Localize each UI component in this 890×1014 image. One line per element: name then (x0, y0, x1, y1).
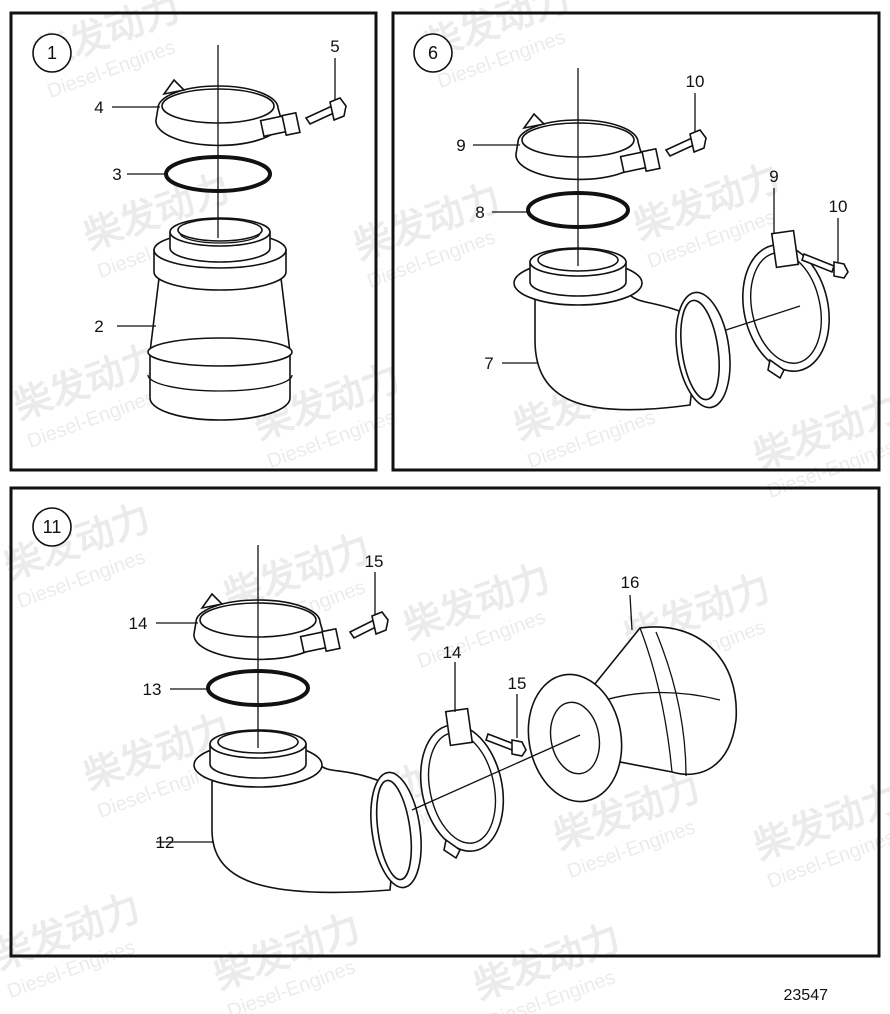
hose-cone-part-2 (147, 217, 293, 421)
elbow-part-7 (513, 247, 731, 411)
panel-1: 1 (9, 11, 378, 472)
label-4: 4 (94, 98, 103, 117)
panel-1-frame (9, 11, 378, 472)
label-16: 16 (621, 573, 640, 592)
label-14-top: 14 (129, 614, 148, 633)
label-10-side: 10 (829, 197, 848, 216)
clamp-part-9-side (742, 229, 830, 380)
label-14-side: 14 (443, 643, 462, 662)
panel-6-callout-number: 6 (428, 43, 438, 63)
panel-11: 11 (9, 486, 881, 958)
elbow-part-12 (193, 729, 422, 894)
label-15-top: 15 (365, 552, 384, 571)
hose-cone-part-16 (527, 626, 737, 803)
label-15-side: 15 (508, 674, 527, 693)
panel-1-callout (32, 33, 72, 73)
label-9-top: 9 (456, 136, 465, 155)
bolt-part-15-top (348, 611, 389, 640)
panel-6-frame (391, 11, 881, 472)
label-7: 7 (484, 354, 493, 373)
label-13: 13 (143, 680, 162, 699)
label-10-top: 10 (686, 72, 705, 91)
panel-1-callout-number: 1 (47, 43, 57, 63)
panel-11-callout (32, 507, 72, 547)
bolt-part-5 (304, 97, 347, 126)
reference-number: 23547 (784, 987, 829, 1004)
label-5: 5 (330, 37, 339, 56)
panel-6: 6 (391, 11, 881, 472)
bolt-part-10-side (801, 252, 849, 279)
clamp-part-14-side (419, 707, 505, 860)
panel-6-callout (413, 33, 453, 73)
panel-11-frame (9, 486, 881, 958)
label-8: 8 (475, 203, 484, 222)
bolt-part-10-top (664, 129, 707, 158)
clamp-part-4 (155, 78, 301, 147)
label-3: 3 (112, 165, 121, 184)
label-9-side: 9 (769, 167, 778, 186)
label-2: 2 (94, 317, 103, 336)
clamp-part-14-top (193, 592, 341, 661)
bolt-part-15-side (484, 732, 527, 757)
clamp-part-9-top (515, 112, 661, 181)
panel-11-callout-number: 11 (43, 517, 62, 537)
label-12: 12 (156, 833, 175, 852)
